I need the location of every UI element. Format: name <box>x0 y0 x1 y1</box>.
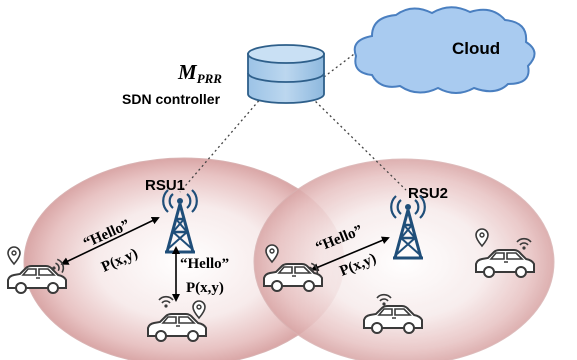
link-controller-rsu2 <box>311 97 407 191</box>
link-controller-rsu1 <box>179 96 263 193</box>
cloud-icon <box>353 6 536 94</box>
location-pin-icon <box>7 239 21 265</box>
message-arrow-car-rsu2 <box>310 236 390 271</box>
database-icon <box>247 44 325 104</box>
hello-message-label: “Hello” <box>180 256 229 272</box>
sdn-controller-label: SDN controller <box>122 91 221 107</box>
message-arrow-left-car-rsu1 <box>60 216 160 265</box>
position-message-label: P(x,y) <box>186 280 224 296</box>
rsu2-label: RSU2 <box>408 185 448 202</box>
cloud-label: Cloud <box>452 39 500 58</box>
controller-model-symbol: MPRR <box>177 60 222 86</box>
rsu1-label: RSU1 <box>145 177 185 194</box>
link-controller-cloud <box>319 47 363 81</box>
rsu2-coverage-area <box>253 158 555 360</box>
